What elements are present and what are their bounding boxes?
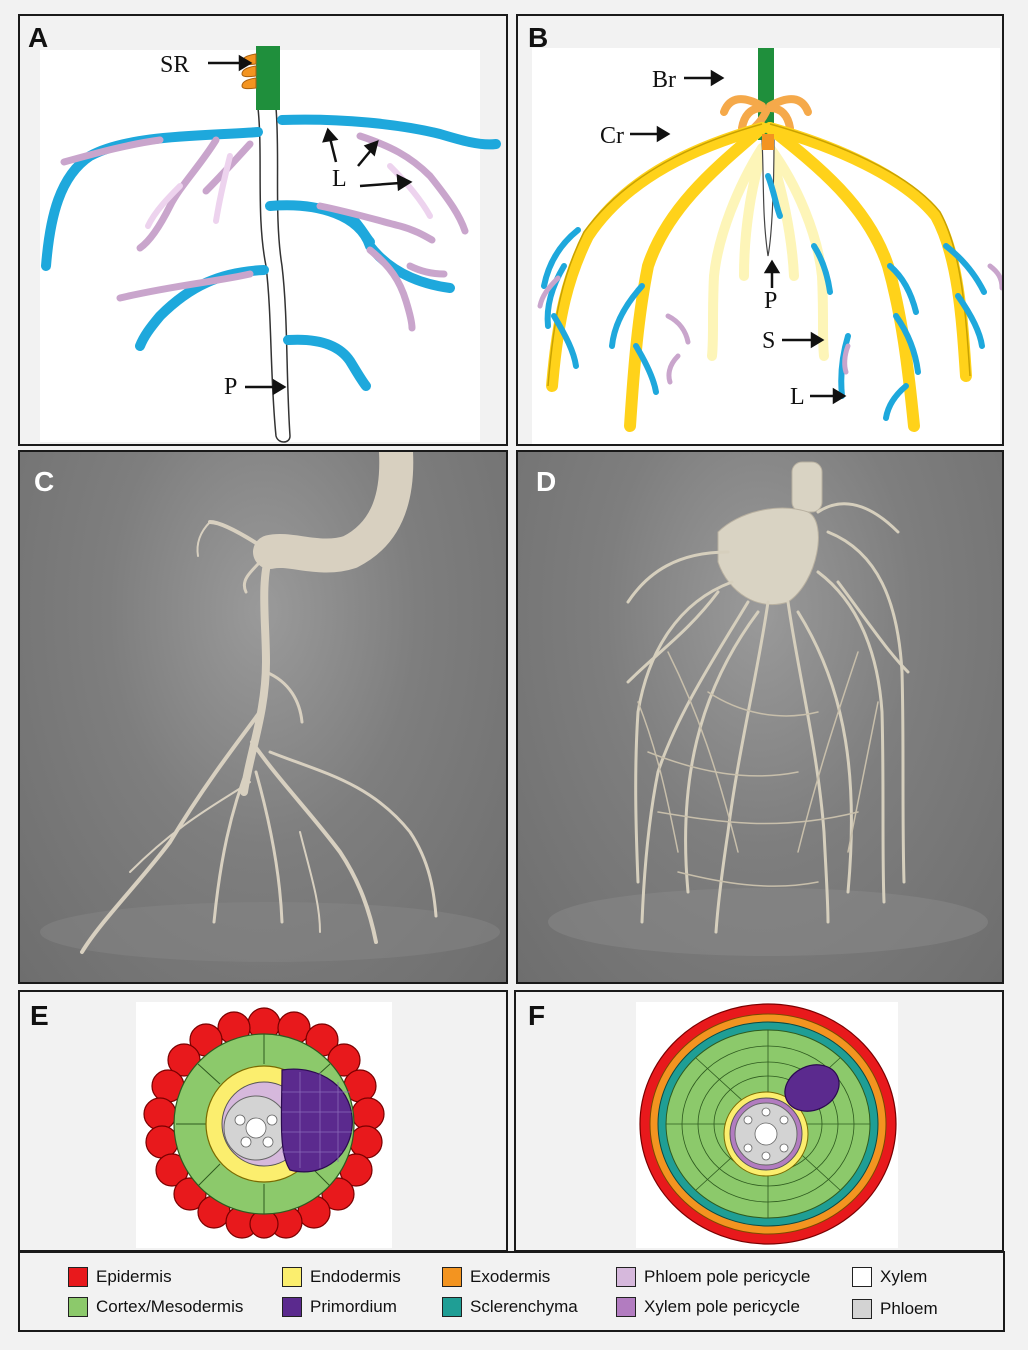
swatch-primordium	[282, 1297, 302, 1317]
legend-label: Epidermis	[96, 1267, 172, 1286]
swatch-phloem	[852, 1299, 872, 1319]
swatch-xylem-pole-pericycle	[616, 1297, 636, 1317]
legend-item-endodermis: Endodermis	[282, 1266, 401, 1288]
panel-letter-f: F	[528, 1000, 546, 1031]
panel-c-root-photo: C	[18, 450, 508, 984]
panel-letter-b: B	[528, 22, 549, 53]
legend-item-xylem: Xylem	[852, 1266, 927, 1288]
brace-roots	[720, 95, 812, 132]
legend-label: Sclerenchyma	[470, 1297, 578, 1316]
legend-item-xylem-pole-pericycle: Xylem pole pericycle	[616, 1296, 800, 1318]
panel-letter-a: A	[28, 22, 49, 53]
lateral-roots-blue	[541, 173, 987, 421]
label-p: P	[764, 288, 777, 314]
panel-a: A	[18, 14, 508, 446]
swatch-sclerenchyma	[442, 1297, 462, 1317]
legend-item-exodermis: Exodermis	[442, 1266, 550, 1288]
swatch-endodermis	[282, 1267, 302, 1287]
epidermis-ring	[143, 1007, 385, 1239]
primordium	[784, 1064, 840, 1112]
panel-letter-c: C	[34, 466, 55, 497]
legend-item-sclerenchyma: Sclerenchyma	[442, 1296, 578, 1318]
label-sr: SR	[160, 52, 189, 78]
panel-letter-d: D	[536, 466, 557, 497]
legend-item-epidermis: Epidermis	[68, 1266, 172, 1288]
primary-root	[761, 139, 775, 257]
annotation-arrows	[208, 54, 413, 396]
legend-label: Primordium	[310, 1297, 397, 1316]
label-p: P	[224, 374, 237, 400]
label-cr: Cr	[600, 123, 624, 149]
legend-label: Xylem pole pericycle	[644, 1297, 800, 1316]
taproot-model-image	[40, 452, 500, 962]
label-s: S	[762, 328, 775, 354]
legend-label: Xylem	[880, 1267, 928, 1286]
stem	[256, 46, 280, 110]
swatch-cortex	[68, 1297, 88, 1317]
swatch-epidermis	[68, 1267, 88, 1287]
arabidopsis-root-diagram: SR L P	[40, 46, 501, 443]
primary-root	[257, 107, 291, 443]
annotation-arrows	[630, 69, 847, 405]
legend-label: Exodermis	[470, 1267, 551, 1286]
arabidopsis-cross-section	[136, 1002, 392, 1248]
legend-item-primordium: Primordium	[282, 1296, 397, 1318]
label-l: L	[790, 384, 805, 410]
swatch-phloem-pole-pericycle	[616, 1267, 636, 1287]
panel-b: B	[516, 14, 1004, 446]
legend-label: Endodermis	[310, 1267, 401, 1286]
legend-item-phloem: Phloem	[852, 1298, 938, 1320]
maize-root-diagram: Br Cr P S L	[532, 48, 1002, 444]
swatch-xylem	[852, 1267, 872, 1287]
legend-label: Cortex/Mesodermis	[96, 1297, 244, 1316]
legend-item-cortex: Cortex/Mesodermis	[68, 1296, 243, 1318]
legend-item-phloem-pole-pericycle: Phloem pole pericycle	[616, 1266, 810, 1288]
legend-label: Phloem pole pericycle	[644, 1267, 811, 1286]
swatch-exodermis	[442, 1267, 462, 1287]
legend-label: Phloem	[880, 1299, 938, 1318]
panel-e: E	[18, 990, 508, 1252]
panel-d-root-photo: D	[516, 450, 1004, 984]
cell-type-legend: Epidermis Cortex/Mesodermis Endodermis P…	[18, 1251, 1005, 1332]
primordium	[280, 1068, 353, 1173]
label-br: Br	[652, 67, 676, 93]
maize-cross-section	[636, 1002, 898, 1248]
lateral-roots-pink	[60, 132, 469, 332]
label-l: L	[332, 166, 347, 192]
seminal-roots	[707, 143, 829, 361]
panel-f: F	[514, 990, 1004, 1252]
fibrous-root-model-image	[548, 461, 988, 956]
panel-letter-e: E	[30, 1000, 49, 1031]
